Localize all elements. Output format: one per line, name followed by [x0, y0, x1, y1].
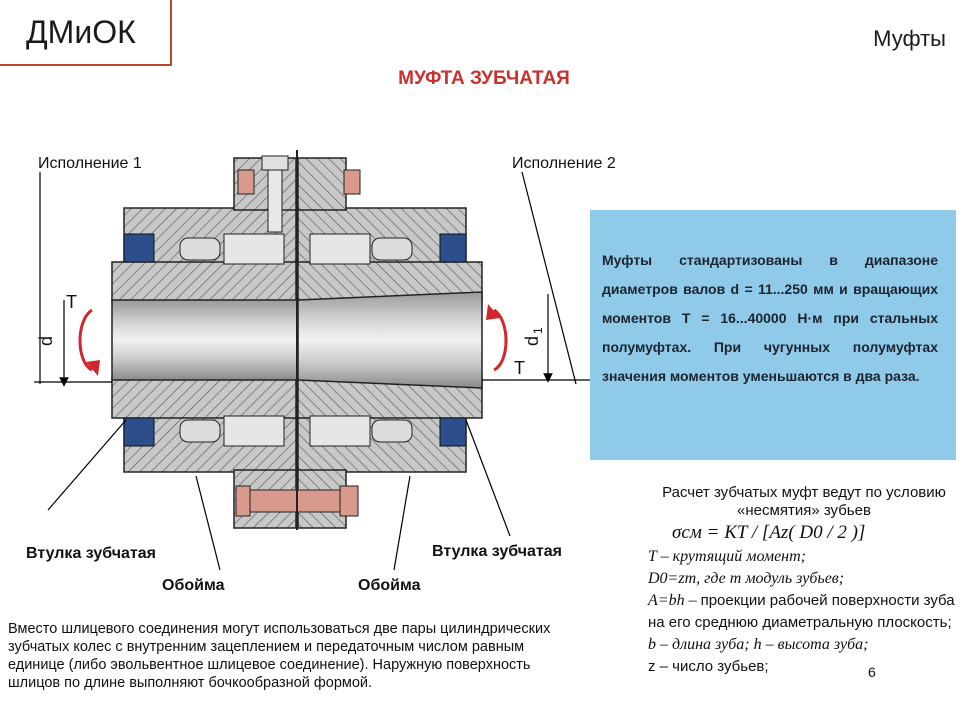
tooth-rim-left-top [223, 233, 285, 265]
calc-line-a-text: проекции рабочей поверхности зуба на его… [648, 592, 955, 631]
diagram-title: МУФТА ЗУБЧАТАЯ [398, 68, 570, 89]
bolt-bottom [241, 489, 341, 513]
coupling-diagram: МУФТА ЗУБЧАТАЯ [26, 68, 616, 594]
calc-line-a-label: A=bh – [648, 592, 697, 609]
header-vertical-rule [170, 0, 172, 66]
shaft-right-tapered [297, 291, 483, 389]
seal-left-top [123, 233, 155, 263]
seal-right-bottom [439, 417, 467, 447]
seal-right-top [439, 233, 467, 263]
label-torque-left: T [66, 292, 77, 312]
label-sleeve-left: Втулка зубчатая [26, 545, 156, 562]
tooth-rim-right-top [309, 233, 371, 265]
ring-right-top [371, 237, 413, 261]
calc-line-b-text: b – длина зуба; h – высота зуба; [648, 636, 869, 653]
bolt-top [267, 161, 283, 233]
tooth-rim-right-bottom [309, 415, 371, 447]
torque-arrows [78, 308, 508, 372]
nut-top-right [343, 169, 361, 195]
label-dim-left: d [36, 336, 56, 346]
ring-left-top [179, 237, 221, 261]
standards-text: Муфты стандартизованы в диапазоне диамет… [602, 252, 938, 384]
page-number: 6 [868, 664, 876, 680]
label-dim-right-subscript: 1 [531, 327, 545, 334]
bolts [235, 155, 361, 517]
header: ДМиОК Муфты [0, 0, 960, 66]
torque-arrow-left [78, 308, 93, 372]
label-dim-right: d [522, 336, 542, 346]
calc-line-d-text: D0=zm, где m модуль зубьев; [648, 570, 845, 587]
nut-top-left [237, 169, 255, 195]
bottom-description: Вместо шлицевого соединения могут исполь… [8, 621, 551, 691]
torque-arrow-right [493, 308, 508, 372]
label-sleeve-right: Втулка зубчатая [432, 543, 562, 560]
calc-line-t-text: T – крутящий момент; [648, 548, 806, 565]
calc-intro: Расчет зубчатых муфт ведут по условию «н… [662, 484, 946, 519]
ring-right-bottom [371, 419, 413, 443]
shaft-left [111, 299, 299, 381]
torque-arrowhead-left [86, 360, 100, 376]
bolt-top-head [261, 155, 289, 171]
label-torque-right: T [514, 358, 525, 378]
calculation-block: Расчет зубчатых муфт ведут по условию «н… [648, 484, 960, 678]
label-cage-right: Обойма [358, 577, 421, 594]
hub-left-upper [111, 261, 297, 303]
topic-title: Муфты [873, 26, 946, 51]
label-cage-left: Обойма [162, 577, 225, 594]
calc-line-b: b – длина зуба; h – высота зуба; [648, 634, 960, 656]
header-horizontal-rule [0, 64, 172, 66]
logo: ДМиОК [26, 14, 136, 50]
seals [123, 233, 467, 447]
calc-line-d: D0=zm, где m модуль зубьев; [648, 568, 960, 590]
seal-left-bottom [123, 417, 155, 447]
calc-line-a: A=bh – проекции рабочей поверхности зуба… [648, 590, 960, 634]
calc-line-z-text: z – число зубьев; [648, 658, 769, 675]
label-variant-1: Исполнение 1 [38, 155, 142, 172]
nut-bottom-left [235, 485, 251, 517]
hub-left-lower [111, 377, 297, 419]
dimension-lines [34, 171, 590, 571]
tooth-rim-left-bottom [223, 415, 285, 447]
ring-left-bottom [179, 419, 221, 443]
nut-bottom-right [339, 485, 359, 517]
calc-formula: σсм = KT / [Az( D0 / 2 )] [672, 522, 866, 543]
calc-line-z: z – число зубьев; [648, 656, 960, 678]
standards-panel: Муфты стандартизованы в диапазоне диамет… [590, 210, 956, 460]
torque-arrowhead-right [486, 304, 500, 320]
label-variant-2: Исполнение 2 [512, 155, 616, 172]
flange-top-right [297, 157, 347, 211]
calc-line-t: T – крутящий момент; [648, 546, 960, 568]
